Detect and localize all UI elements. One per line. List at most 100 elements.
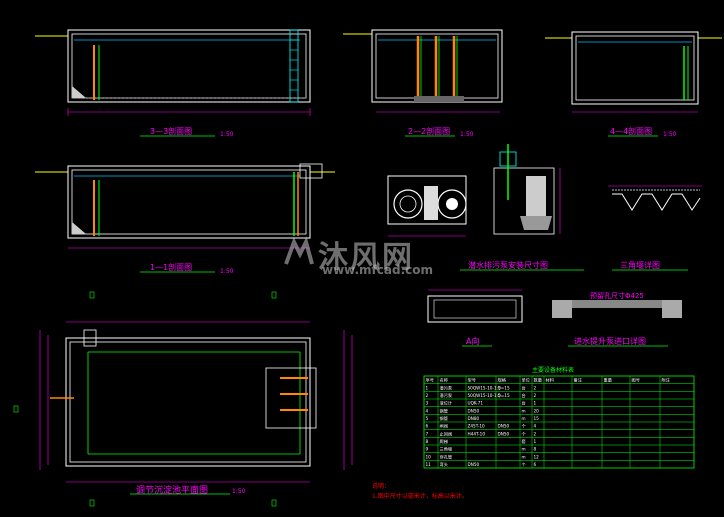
table-cell: 台 (522, 384, 526, 391)
table-header-cell: 名称 (440, 377, 448, 384)
triangle-weir-title: 三角堰详图 (620, 260, 660, 270)
section-3-3: 3—3剖面图 1:50 (35, 29, 311, 138)
table-title: 主要设备材料表 (532, 366, 574, 374)
table-cell: DN50 (468, 462, 480, 467)
table-cell: 20 (534, 408, 540, 413)
hole-detail-title: 进水提升泵进口详图 (574, 336, 646, 346)
table-cell: 个 (522, 431, 527, 436)
table-cell: 爬梯 (440, 438, 448, 445)
table-header-cell: 单位 (522, 377, 530, 384)
table-header-cell: 型号 (468, 377, 476, 384)
table-cell: 台 (522, 392, 526, 399)
section-1-1-title: 1—1剖面图 (150, 262, 192, 272)
section-4-4-scale: 1:50 (663, 131, 677, 138)
table-cell: 台 (522, 400, 526, 407)
table-cell: 穿孔管 (440, 453, 453, 460)
table-cell: 弯头 (440, 461, 448, 468)
table-cell: 15 (534, 416, 540, 421)
table-cell: 个 (522, 424, 527, 429)
section-4-4: 4—4剖面图 1:50 (545, 31, 722, 138)
table-cell: Q=15 (498, 385, 510, 390)
section-1-1: 1—1剖面图 1:50 (35, 163, 335, 275)
table-cell: 5 (426, 416, 429, 421)
table-header-cell: 材料 (546, 377, 555, 384)
table-cell: 2 (534, 385, 537, 390)
hole-detail: 预留孔尺寸Φ425 进水提升泵进口详图 (552, 291, 682, 347)
watermark: 沐风网 www.mfcad.com (282, 232, 452, 280)
watermark-brand: 沐风网 (318, 240, 414, 275)
table-cell: DN50 (468, 408, 480, 413)
watermark-url: www.mfcad.com (322, 263, 433, 277)
table-cell: 个 (522, 462, 527, 467)
table-cell: 4 (426, 408, 429, 413)
table-cell: 套 (522, 438, 527, 445)
table-cell: 1 (534, 401, 537, 406)
table-header-cell: 备注 (574, 377, 583, 384)
triangle-weir-detail: 三角堰详图 (608, 185, 702, 271)
section-markers (13, 291, 277, 507)
table-cell: 2 (426, 393, 429, 398)
table-cell: DN50 (498, 431, 510, 436)
table-header-cell: 规格 (498, 377, 507, 384)
plan-view-scale: 1:50 (232, 488, 246, 495)
table-header-cell: 附注 (662, 377, 671, 384)
section-2-2: 2—2剖面图 1:50 (343, 29, 503, 138)
table-cell: 三角堰 (440, 446, 453, 453)
table-cell: 8 (534, 447, 537, 452)
section-1-1-scale: 1:50 (220, 268, 234, 275)
equipment-table: 主要设备材料表 序号名称 型号 规格 单位数量材料 备注 重量 图号 附注 1 潜污泵 50QW15… (423, 366, 695, 469)
table-cell: 闸阀 (440, 423, 448, 430)
table-header-cell: 序号 (426, 377, 434, 384)
table-cell: 8 (426, 439, 429, 444)
section-2-2-title: 2—2剖面图 (408, 126, 450, 136)
table-cell: 7 (426, 431, 429, 436)
table-cell: 9 (426, 447, 429, 452)
table-cell: m (522, 408, 526, 413)
view-a-detail: A向 (427, 289, 523, 347)
table-cell: 液位计 (440, 400, 453, 407)
pump-install-detail: 潜水排污泵安装尺寸图 (387, 144, 584, 271)
table-cell: 6 (426, 424, 429, 429)
table-cell: 2 (534, 393, 537, 398)
table-cell: 止回阀 (440, 430, 453, 437)
table-cell: 潜污泵 (440, 384, 453, 391)
table-cell: H44T-10 (468, 431, 486, 436)
table-cell: UQK-71 (468, 401, 484, 406)
table-header-cell: 重量 (604, 377, 612, 384)
table-cell: 钢管 (440, 415, 448, 422)
hole-size-label: 预留孔尺寸Φ425 (590, 291, 644, 300)
watermark-logo-icon (284, 236, 314, 265)
table-header-cell: 图号 (632, 378, 640, 384)
table-cell: 3 (426, 401, 429, 406)
table-cell: m (522, 447, 526, 452)
table-cell: 12 (534, 454, 540, 459)
pump-install-title: 潜水排污泵安装尺寸图 (468, 260, 548, 270)
table-cell: m (522, 416, 526, 421)
table-cell: 50QW15-10-1.5 (468, 385, 501, 390)
notes: 说明： 1.图中尺寸以毫米计，标高以米计。 (372, 482, 468, 500)
section-3-3-scale: 1:50 (220, 131, 234, 138)
section-4-4-title: 4—4剖面图 (610, 126, 652, 136)
section-3-3-title: 3—3剖面图 (150, 126, 192, 136)
table-cell: 潜污泵 (440, 392, 453, 399)
table-header-cell: 数量 (534, 377, 542, 384)
plan-view-title: 调节沉淀池平面图 (136, 484, 208, 496)
table-cell: 1 (534, 439, 537, 444)
view-a-title: A向 (466, 336, 479, 346)
table-cell: 11 (426, 462, 432, 467)
table-cell: DN80 (468, 416, 480, 421)
section-2-2-scale: 1:50 (460, 131, 474, 138)
table-cell: 2 (534, 431, 537, 436)
plan-view: 调节沉淀池平面图 1:50 (39, 321, 353, 496)
table-cell: 1 (426, 385, 429, 390)
table-cell: 10 (426, 454, 432, 459)
table-cell: 4 (534, 424, 537, 429)
notes-title: 说明： (372, 482, 390, 490)
table-cell: DN50 (498, 424, 510, 429)
notes-line-1: 1.图中尺寸以毫米计，标高以米计。 (372, 492, 468, 500)
table-cell: 50QW15-10-1.5 (468, 393, 501, 398)
table-cell: Q=15 (498, 393, 510, 398)
table-cell: 6 (534, 462, 537, 467)
